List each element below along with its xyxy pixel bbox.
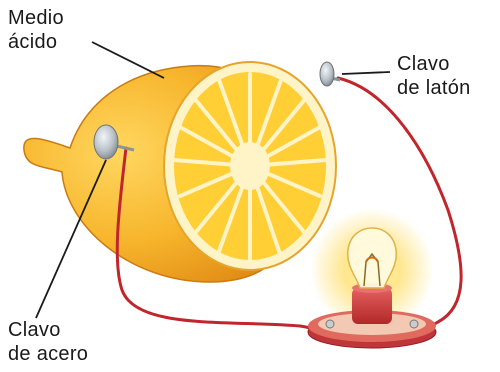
label-acid-medium-line1: Medio	[8, 6, 64, 30]
label-brass-nail-line2: de latón	[397, 76, 471, 100]
leader-acid-medium	[92, 42, 164, 78]
label-brass-nail: Clavo de latón	[397, 52, 471, 100]
light-bulb-icon	[308, 208, 436, 348]
label-steel-nail-line2: de acero	[8, 342, 88, 366]
leader-brass-nail	[342, 72, 390, 74]
label-steel-nail-line1: Clavo	[8, 318, 88, 342]
label-steel-nail: Clavo de acero	[8, 318, 88, 366]
lemon-half-icon	[24, 62, 336, 282]
label-acid-medium-line2: ácido	[8, 30, 64, 54]
label-brass-nail-line1: Clavo	[397, 52, 471, 76]
nail-icon	[320, 62, 340, 86]
label-acid-medium: Medio ácido	[8, 6, 64, 54]
